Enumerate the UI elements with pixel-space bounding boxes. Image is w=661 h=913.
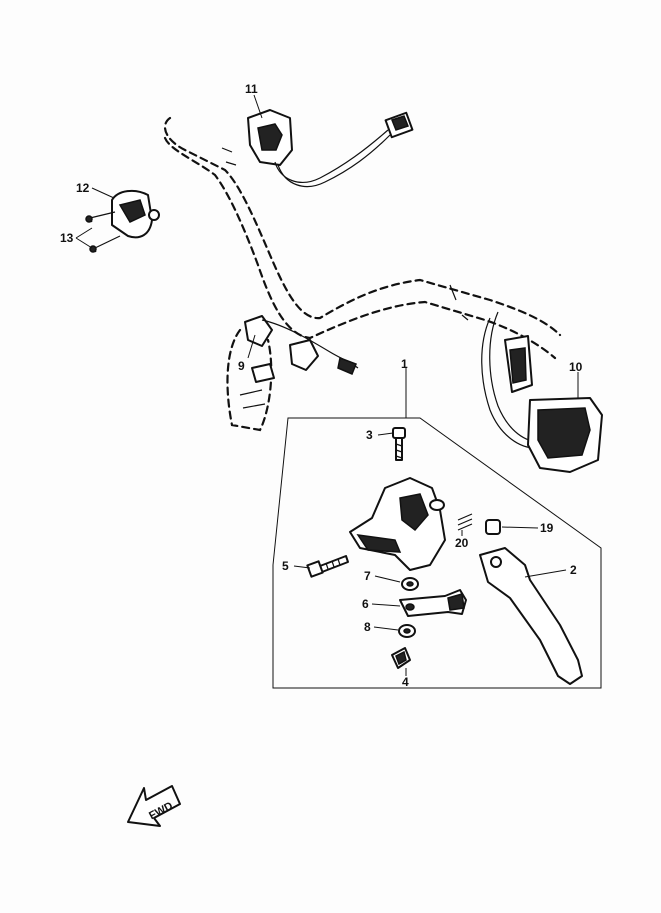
callout-7: 7 xyxy=(364,569,371,583)
part-9-cable-assembly xyxy=(239,315,359,409)
callout-20: 20 xyxy=(455,536,469,550)
part-7-collar xyxy=(401,577,419,591)
callout-9: 9 xyxy=(238,359,245,373)
part-2-lever xyxy=(479,547,583,685)
part-11-switch-assembly xyxy=(247,109,414,188)
part-4-nut xyxy=(391,647,411,669)
part-12-left-switch xyxy=(85,189,160,253)
callout-13: 13 xyxy=(60,231,74,245)
leader-lines xyxy=(75,94,579,676)
callout-11: 11 xyxy=(245,82,258,96)
part-5-bolt xyxy=(306,555,349,578)
part-3-bolt xyxy=(392,427,406,461)
part-10-right-switch xyxy=(481,311,603,473)
part-19-pin xyxy=(485,519,501,535)
callout-10: 10 xyxy=(569,360,583,374)
assembly-boundary xyxy=(272,417,602,689)
callout-5: 5 xyxy=(282,559,289,573)
part-20-spring xyxy=(457,513,473,531)
callout-1: 1 xyxy=(401,357,408,371)
part-6-link-plate xyxy=(399,589,467,617)
callout-12: 12 xyxy=(76,181,90,195)
callout-19: 19 xyxy=(540,521,554,535)
callout-3: 3 xyxy=(366,428,373,442)
callout-6: 6 xyxy=(362,597,369,611)
handlebar-outline xyxy=(163,116,562,432)
callout-2: 2 xyxy=(570,563,577,577)
callout-4: 4 xyxy=(402,675,409,689)
part-1-lever-bracket xyxy=(349,477,446,571)
part-8-washer xyxy=(398,624,416,638)
callout-8: 8 xyxy=(364,620,371,634)
fwd-arrow-icon: FWD xyxy=(127,785,181,827)
